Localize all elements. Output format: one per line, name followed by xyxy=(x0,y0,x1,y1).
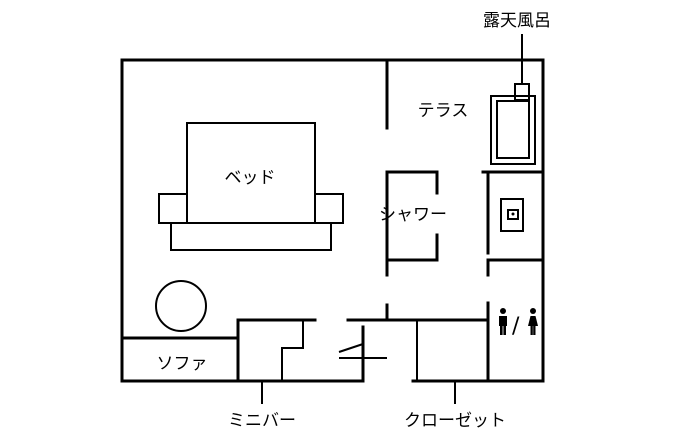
tub-faucet xyxy=(514,83,530,101)
tub-outer xyxy=(490,95,536,165)
washbasin-counter xyxy=(500,198,524,232)
callout-label-closet: クローゼット xyxy=(404,411,506,431)
outer-walls xyxy=(120,58,545,383)
restroom-divider: / xyxy=(512,314,520,339)
washbasin-drain xyxy=(511,212,515,216)
washbasin xyxy=(500,198,524,232)
entry-door xyxy=(338,343,387,359)
room-label-sofa: ソファ xyxy=(157,354,208,374)
interior-walls xyxy=(120,58,545,383)
room-label-terrace: テラス xyxy=(418,101,469,121)
bed-furniture xyxy=(158,122,344,251)
bed-footboard xyxy=(170,222,332,251)
room-label-shower: シャワー xyxy=(379,205,447,225)
outdoor-bath-tub xyxy=(490,34,536,165)
minibar-cabinet-outline xyxy=(281,320,304,381)
bed-right-nightstand xyxy=(314,193,344,224)
bed-left-nightstand xyxy=(158,193,188,224)
closet-outline xyxy=(416,320,488,382)
closet xyxy=(416,320,488,404)
callout-label-minibar: ミニバー xyxy=(228,411,296,431)
entry-door-leaf xyxy=(338,343,364,353)
male-figure-icon xyxy=(499,308,507,335)
callout-label-outdoor-bath: 露天風呂 xyxy=(483,11,551,31)
washbasin-bowl xyxy=(507,209,519,220)
room-label-bed: ベッド xyxy=(225,168,276,188)
round-table xyxy=(155,280,207,332)
tub-inner xyxy=(496,100,530,159)
restroom-icon: / xyxy=(499,308,538,339)
minibar-counter xyxy=(261,320,304,404)
female-figure-icon xyxy=(528,308,538,335)
